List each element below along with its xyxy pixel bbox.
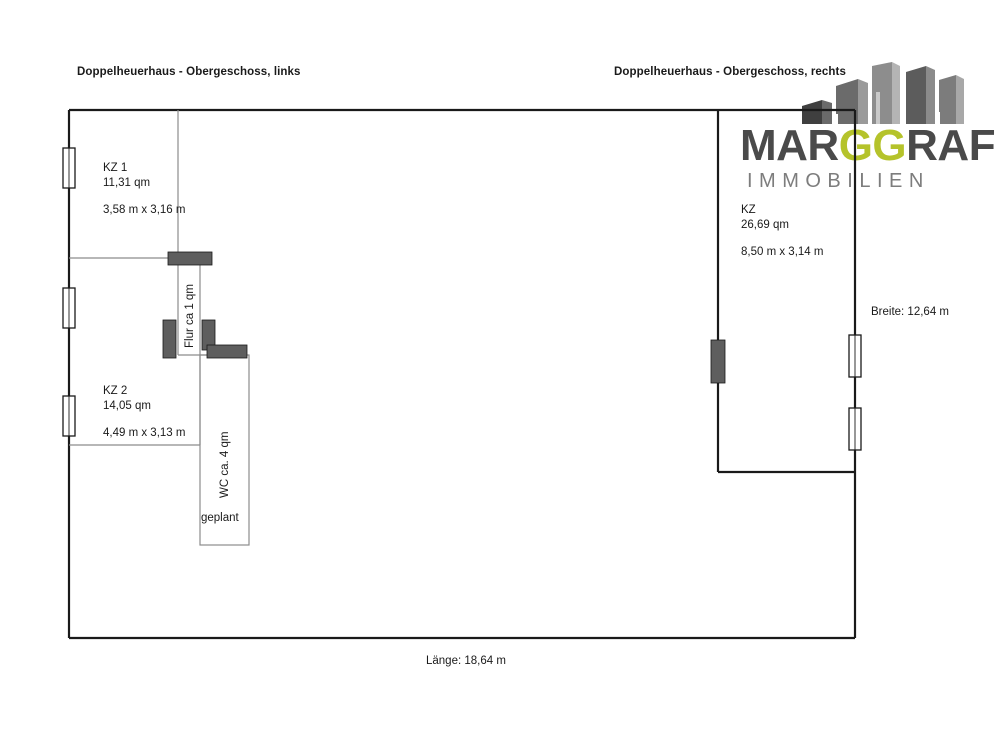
room-kz1-name: KZ 1 [103, 162, 128, 174]
logo-subtitle: IMMOBILIEN [747, 170, 930, 192]
room-label-kz2: KZ 2 14,05 qm 4,49 m x 3,13 m [103, 384, 185, 441]
room-kz1-area: 11,31 qm [103, 177, 151, 189]
logo-word-part-2: GG [838, 121, 907, 170]
room-kz-right-area: 26,69 qm [741, 219, 789, 231]
length-dimension-label: Länge: 18,64 m [426, 655, 506, 667]
room-kz2-name: KZ 2 [103, 385, 128, 397]
room-kz1-dimensions: 3,58 m x 3,16 m [103, 204, 186, 216]
logo-word-part-3: RAF [906, 121, 996, 170]
plan-title-left: Doppelheuerhaus - Obergeschoss, links [77, 66, 301, 78]
room-label-kz-right: KZ 26,69 qm 8,50 m x 3,14 m [741, 203, 823, 260]
room-kz-right-name: KZ [741, 204, 756, 216]
plan-title-right: Doppelheuerhaus - Obergeschoss, rechts [614, 66, 846, 78]
wc-label: WC ca. 4 qm [219, 431, 231, 498]
flur-label: Flur ca 1 qm [184, 284, 196, 348]
room-kz-right-walls [716, 110, 855, 474]
logo-buildings-icon [802, 62, 964, 124]
wall-segments-dark [162, 251, 726, 384]
geplant-label: geplant [201, 512, 239, 524]
company-logo: MARGGRAF IMMOBILIEN [740, 62, 996, 192]
room-kz-right-dimensions: 8,50 m x 3,14 m [741, 246, 824, 258]
logo-word-part-1: MAR [740, 121, 839, 170]
room-label-kz1: KZ 1 11,31 qm 3,58 m x 3,16 m [103, 161, 185, 218]
building-outline [67, 108, 857, 640]
room-kz2-dimensions: 4,49 m x 3,13 m [103, 427, 186, 439]
logo-wordmark: MARGGRAF [740, 121, 996, 170]
window-mullions [68, 148, 856, 450]
width-dimension-label: Breite: 12,64 m [871, 306, 949, 318]
room-kz2-area: 14,05 qm [103, 400, 151, 412]
